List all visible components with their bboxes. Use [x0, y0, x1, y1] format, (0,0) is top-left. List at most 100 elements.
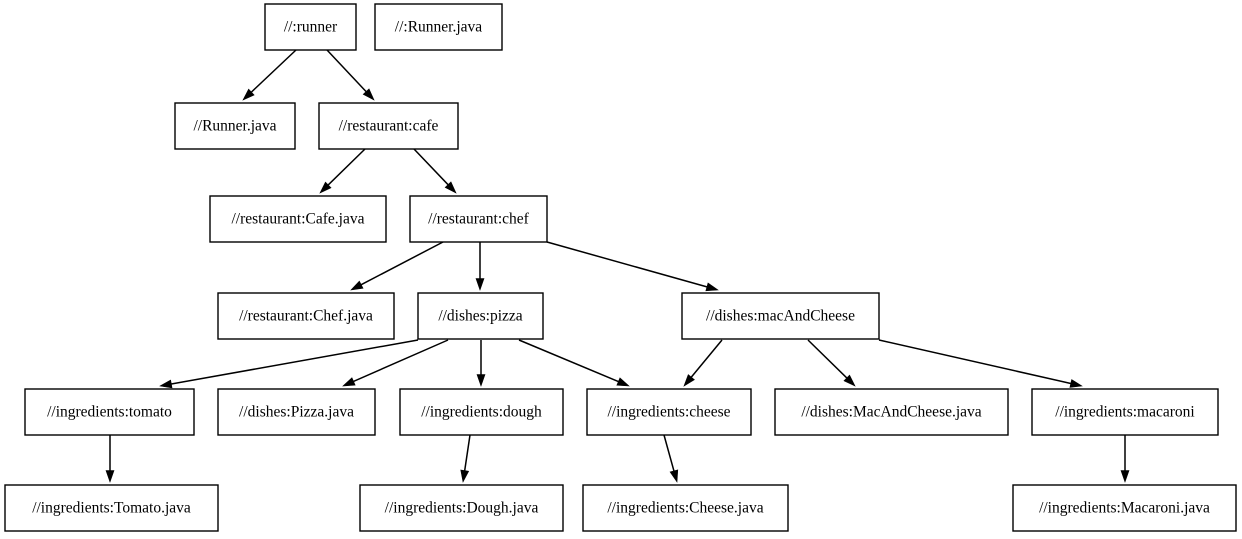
node-box[interactable] — [359, 484, 564, 532]
edge-arrowhead — [705, 282, 719, 292]
node-label: //dishes:pizza — [438, 308, 522, 325]
node-box[interactable] — [586, 388, 752, 436]
edge-line — [353, 339, 449, 383]
graph-edge — [878, 339, 1083, 388]
edge-line — [546, 241, 708, 288]
graph-node-macaroni[interactable]: //ingredients:macaroni — [1031, 388, 1219, 436]
edge-arrowhead — [444, 181, 457, 194]
graph-node-tomato[interactable]: //ingredients:tomato — [24, 388, 195, 436]
node-label: //ingredients:tomato — [47, 404, 172, 421]
edge-arrowhead — [362, 88, 375, 101]
edge-arrowhead — [476, 374, 486, 387]
node-box[interactable] — [774, 388, 1009, 436]
graph-node-chef[interactable]: //restaurant:chef — [409, 195, 548, 243]
graph-node-runner_java_root[interactable]: //:Runner.java — [374, 3, 503, 51]
graph-edges-layer — [105, 49, 1130, 483]
node-box[interactable] — [174, 102, 296, 150]
node-box[interactable] — [318, 102, 459, 150]
graph-node-runner_java[interactable]: //Runner.java — [174, 102, 296, 150]
graph-node-dough[interactable]: //ingredients:dough — [399, 388, 564, 436]
node-box[interactable] — [1031, 388, 1219, 436]
graph-node-macandcheese[interactable]: //dishes:macAndCheese — [681, 292, 880, 340]
graph-edge — [807, 339, 856, 387]
edge-line — [518, 339, 619, 383]
node-box[interactable] — [582, 484, 789, 532]
node-box[interactable] — [1012, 484, 1237, 532]
node-box[interactable] — [217, 388, 376, 436]
graph-node-pizza[interactable]: //dishes:pizza — [417, 292, 544, 340]
edge-line — [878, 339, 1071, 385]
node-box[interactable] — [24, 388, 195, 436]
edge-line — [360, 241, 444, 286]
edge-arrowhead — [242, 88, 255, 101]
graph-node-pizza_java[interactable]: //dishes:Pizza.java — [217, 388, 376, 436]
graph-node-tomato_java[interactable]: //ingredients:Tomato.java — [4, 484, 219, 532]
node-label: //dishes:Pizza.java — [239, 404, 354, 421]
graph-node-cafe_java[interactable]: //restaurant:Cafe.java — [209, 195, 387, 243]
graph-node-chef_java[interactable]: //restaurant:Chef.java — [217, 292, 395, 340]
edge-arrowhead — [342, 377, 356, 387]
node-label: //restaurant:cafe — [339, 118, 439, 135]
graph-edge — [326, 49, 375, 101]
node-box[interactable] — [209, 195, 387, 243]
node-box[interactable] — [399, 388, 564, 436]
edge-arrowhead — [460, 469, 470, 483]
edge-arrowhead — [105, 470, 115, 483]
node-label: //ingredients:Macaroni.java — [1039, 500, 1210, 517]
edge-line — [463, 434, 471, 471]
edge-arrowhead — [159, 379, 173, 389]
edge-arrowhead — [843, 374, 856, 387]
edge-arrowhead — [683, 374, 695, 387]
graph-edge — [475, 242, 485, 291]
graph-edge — [105, 435, 115, 483]
node-label: //ingredients:Dough.java — [385, 500, 539, 517]
graph-node-cheese[interactable]: //ingredients:cheese — [586, 388, 752, 436]
node-box[interactable] — [4, 484, 219, 532]
edge-arrowhead — [1069, 379, 1083, 388]
graph-edge — [342, 339, 449, 387]
edge-line — [663, 434, 675, 472]
node-box[interactable] — [264, 3, 357, 51]
graph-node-macaroni_java[interactable]: //ingredients:Macaroni.java — [1012, 484, 1237, 532]
node-label: //ingredients:cheese — [607, 404, 730, 421]
graph-edge — [546, 241, 719, 292]
node-label: //Runner.java — [193, 118, 276, 135]
edge-line — [413, 148, 449, 186]
graph-edge — [476, 340, 486, 387]
node-label: //:runner — [284, 19, 338, 36]
edge-line — [326, 49, 367, 93]
node-box[interactable] — [374, 3, 503, 51]
edge-arrowhead — [669, 469, 679, 483]
graph-edge — [1120, 435, 1130, 483]
edge-line — [171, 339, 419, 385]
edge-line — [807, 339, 848, 379]
graph-edge — [413, 148, 457, 194]
node-label: //:Runner.java — [395, 19, 483, 36]
node-label: //dishes:MacAndCheese.java — [801, 404, 981, 421]
graph-edge — [319, 148, 366, 194]
graph-edge — [683, 339, 723, 387]
node-box[interactable] — [417, 292, 544, 340]
node-label: //restaurant:Cafe.java — [232, 211, 365, 228]
edge-arrowhead — [616, 377, 630, 387]
edge-arrowhead — [475, 278, 485, 291]
graph-nodes-layer: //:runner //:Runner.java //Runner.java //re… — [4, 3, 1237, 532]
graph-node-cheese_java[interactable]: //ingredients:Cheese.java — [582, 484, 789, 532]
node-label: //ingredients:Tomato.java — [32, 500, 191, 517]
node-label: //ingredients:macaroni — [1055, 404, 1195, 421]
graph-node-runner[interactable]: //:runner — [264, 3, 357, 51]
graph-edge — [159, 339, 419, 389]
node-box[interactable] — [681, 292, 880, 340]
graph-node-dough_java[interactable]: //ingredients:Dough.java — [359, 484, 564, 532]
graph-node-macandcheese_java[interactable]: //dishes:MacAndCheese.java — [774, 388, 1009, 436]
node-label: //ingredients:Cheese.java — [607, 500, 763, 517]
graph-node-cafe[interactable]: //restaurant:cafe — [318, 102, 459, 150]
graph-edge — [518, 339, 630, 387]
edge-arrowhead — [319, 181, 332, 194]
node-box[interactable] — [217, 292, 395, 340]
node-label: //ingredients:dough — [421, 404, 542, 421]
node-box[interactable] — [409, 195, 548, 243]
edge-line — [690, 339, 723, 378]
